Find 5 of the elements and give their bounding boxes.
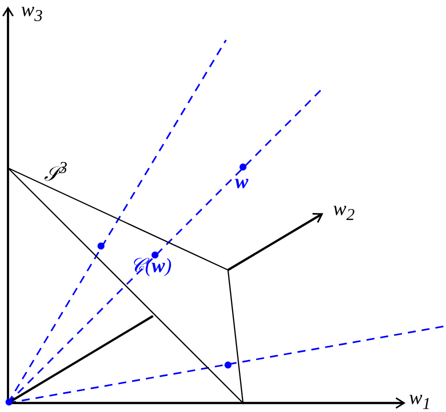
axis-label: w$_{3}$ bbox=[21, 0, 43, 25]
axis-label: w$_{2}$ bbox=[333, 199, 355, 224]
point-label: w bbox=[235, 172, 248, 192]
axis-label: w$_{1}$ bbox=[409, 388, 431, 412]
set-label: 𝒮$^{3}$ bbox=[44, 160, 68, 185]
